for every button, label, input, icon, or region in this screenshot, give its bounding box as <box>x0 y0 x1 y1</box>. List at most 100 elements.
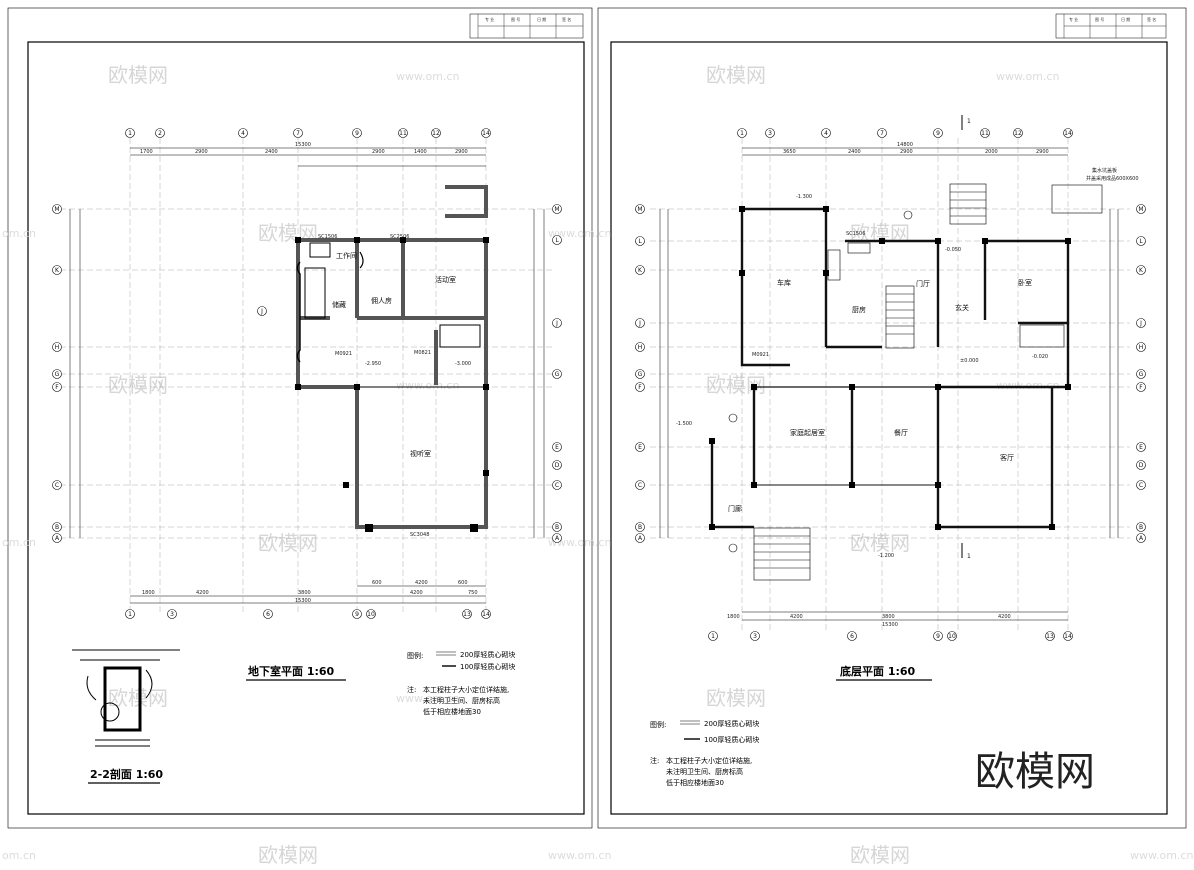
watermark-url: www.om.cn <box>548 849 611 862</box>
room-servant: 佣人房 <box>371 296 392 305</box>
watermark-url: www.om.cn <box>548 536 611 549</box>
mark: M0921 <box>335 351 352 357</box>
grid-label: K <box>638 267 643 274</box>
section-2-2-detail <box>72 649 180 747</box>
dim-bottom: 4200 <box>410 590 423 596</box>
mark: SC1506 <box>846 231 865 237</box>
grid-label: 14 <box>482 130 490 137</box>
watermark-url: www.om.cn <box>396 379 459 392</box>
grid-label: 12 <box>432 130 440 137</box>
dim-bottom: 4200 <box>196 590 209 596</box>
grid-label: 1 <box>128 611 132 618</box>
tb-right-0: 专 业 <box>1069 16 1078 22</box>
dim-bottom-inner: 600 <box>458 580 468 586</box>
grid-label: H <box>638 344 643 351</box>
room-garage: 车库 <box>777 278 791 287</box>
dim-top: 2400 <box>265 149 278 155</box>
tb-right-2: 日 期 <box>1121 16 1130 22</box>
grid-label: 14 <box>1064 633 1072 640</box>
room-entry: 玄关 <box>955 303 969 312</box>
grid-label: 3 <box>753 633 757 640</box>
annotation: 集水坑盖板 <box>1092 167 1117 174</box>
dim-top-total: 14800 <box>897 142 913 148</box>
grid-label: B <box>555 524 559 531</box>
mark: -0.020 <box>1032 354 1048 360</box>
note-line: 低于相应楼地面30 <box>423 707 481 716</box>
grid-label: J <box>260 308 263 315</box>
dim-top: 2900 <box>900 149 913 155</box>
tb-left-1: 图 号 <box>511 16 520 22</box>
watermark-url: om.cn <box>2 227 36 240</box>
dim-bottom: 4200 <box>790 614 803 620</box>
legend-label: 图例: <box>407 651 423 660</box>
dim-bottom: 3800 <box>298 590 311 596</box>
left-plan-title: 地下室平面 1:60 <box>248 664 335 678</box>
room-bedroom: 卧室 <box>1018 278 1032 287</box>
mark: -0.050 <box>945 247 961 253</box>
room-workroom: 工作间 <box>336 251 357 260</box>
grid-label: M <box>637 206 642 213</box>
watermark-text: 欧模网 <box>108 63 168 87</box>
watermark-text: 欧模网 <box>258 843 318 866</box>
grid-label: L <box>555 237 559 244</box>
grid-label: 7 <box>296 130 300 137</box>
grid-label: 11 <box>981 130 989 137</box>
dim-top: 1700 <box>140 149 153 155</box>
grid-label: C <box>1139 482 1143 489</box>
grid-label: D <box>1139 462 1144 469</box>
grid-label: A <box>1139 535 1144 542</box>
dim-top: 2900 <box>372 149 385 155</box>
grid-label: G <box>1139 371 1144 378</box>
grid-label: K <box>1139 267 1144 274</box>
mark: -1.500 <box>676 421 692 427</box>
grid-label: H <box>1139 344 1144 351</box>
legend-item: 100厚轻质心砌块 <box>460 662 515 671</box>
watermark-text: 欧模网 <box>850 531 910 555</box>
grid-label: 14 <box>482 611 490 618</box>
grid-label: 13 <box>1046 633 1054 640</box>
right-title-block: 专 业 图 号 日 期 签 名 <box>1063 14 1166 38</box>
grid-label: 7 <box>880 130 884 137</box>
note-line: 未注明卫生间、厨房标高 <box>666 767 743 776</box>
ground-floor-plan: 车库 门厅 厨房 玄关 卧室 家庭起居室 餐厅 客厅 门廊 集水坑盖板 井盖采用… <box>635 115 1146 641</box>
grid-label: E <box>638 444 642 451</box>
watermark-text: 欧模网 <box>258 531 318 555</box>
room-foyer: 门厅 <box>916 279 930 288</box>
mark: -1.300 <box>796 194 812 200</box>
grid-label: 11 <box>399 130 407 137</box>
mark: ±0.000 <box>960 358 979 364</box>
grid-label: F <box>638 384 642 391</box>
watermark-url: www.om.cn <box>396 70 459 83</box>
watermark-text: 欧模网 <box>706 686 766 710</box>
room-living: 客厅 <box>1000 453 1014 462</box>
grid-label: D <box>555 462 560 469</box>
grid-label: K <box>55 267 60 274</box>
tb-right-1: 图 号 <box>1095 16 1104 22</box>
grid-label: 9 <box>355 130 359 137</box>
dim-top: 2400 <box>848 149 861 155</box>
tb-left-2: 日 期 <box>537 16 546 22</box>
mark: SC3048 <box>410 532 429 538</box>
section-mark: 1 <box>967 553 971 560</box>
grid-label: E <box>1139 444 1143 451</box>
note-line: 本工程柱子大小定位详结施, <box>666 756 752 765</box>
grid-label: A <box>555 535 560 542</box>
room-storage: 储藏 <box>332 300 346 309</box>
watermark-text: 欧模网 <box>706 63 766 87</box>
room-dining: 餐厅 <box>894 428 908 437</box>
grid-label: 3 <box>768 130 772 137</box>
dim-top: 1400 <box>414 149 427 155</box>
grid-label: 2 <box>158 130 162 137</box>
room-porch: 门廊 <box>728 504 742 513</box>
basement-plan: 工作间 储藏 佣人房 活动室 视听室 M0921 M0821 -2.950 -3… <box>52 128 562 619</box>
watermark-url: www.om.cn <box>996 379 1059 392</box>
grid-label: 10 <box>948 633 956 640</box>
dim-top: 3650 <box>783 149 796 155</box>
grid-label: 1 <box>711 633 715 640</box>
tb-right-3: 签 名 <box>1147 16 1156 22</box>
grid-label: M <box>1138 206 1143 213</box>
grid-label: E <box>555 444 559 451</box>
section-title: 2-2剖面 1:60 <box>90 767 163 781</box>
grid-label: 13 <box>463 611 471 618</box>
grid-label: G <box>555 371 560 378</box>
